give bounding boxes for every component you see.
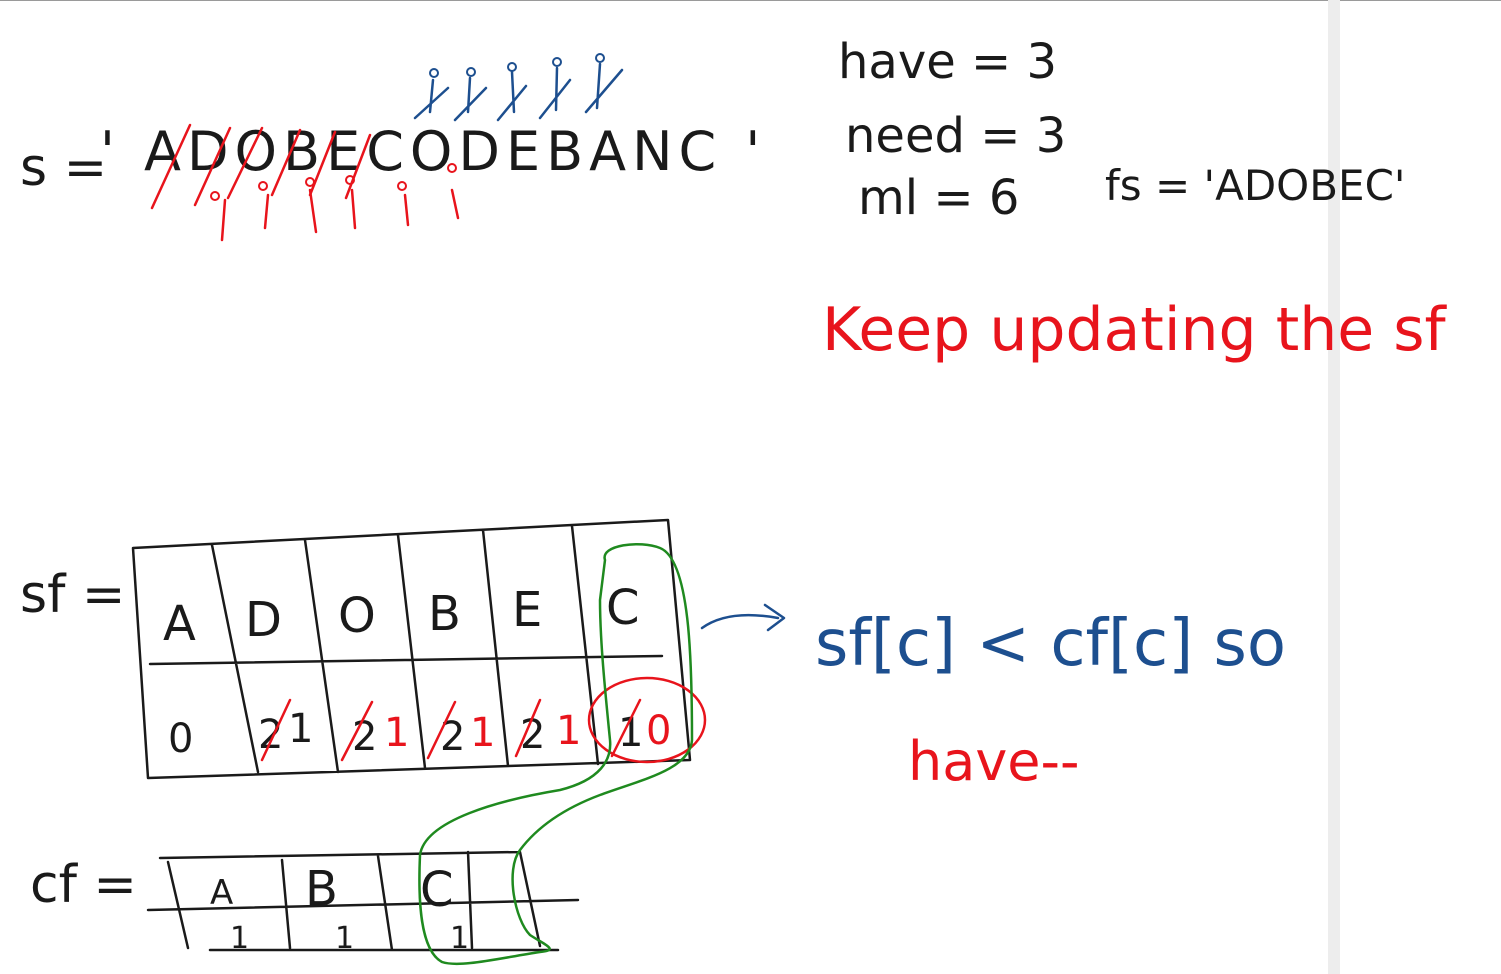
left-pointer-circles	[210, 163, 457, 201]
need-note: need = 3	[845, 108, 1066, 164]
sf-letter-d: D	[245, 592, 282, 648]
sf-letter-a: A	[163, 596, 196, 652]
state-notes: have = 3 need = 3 ml = 6 fs = 'ADOBEC'	[838, 34, 1405, 226]
have-decrement-note: have--	[908, 730, 1079, 793]
fs-note: fs = 'ADOBEC'	[1105, 161, 1405, 210]
sf-table: sf = A D O B E C 0 2 1 2 1 2 1 2 1 1 0	[20, 518, 707, 780]
sf-letter-e: E	[512, 582, 542, 638]
cf-letter-a: A	[210, 873, 233, 913]
sf-c-count-circle	[587, 676, 707, 764]
arrow-right	[700, 603, 786, 632]
green-link-outline	[418, 542, 694, 966]
cf-table-grid	[146, 850, 580, 952]
cf-letter-c: C	[420, 862, 454, 918]
condition-note: sf[c] < cf[c] so	[815, 607, 1286, 681]
right-pointer-marks	[413, 62, 624, 122]
sf-letter-c: C	[606, 580, 640, 636]
cf-count-b: 1	[335, 921, 354, 956]
sf-table-grid	[131, 518, 692, 780]
ml-note: ml = 6	[858, 170, 1019, 226]
cf-table: cf = A B C 1 1 1	[30, 850, 580, 956]
sf-count-c-new: 0	[646, 708, 671, 754]
left-pointer-marks	[220, 188, 460, 242]
sf-count-b-new: 1	[470, 710, 495, 756]
sf-count-d-old: 2	[258, 712, 283, 758]
cf-label: cf =	[30, 855, 137, 915]
s-label: s =	[20, 138, 107, 198]
sf-count-o-new: 1	[384, 710, 409, 756]
right-pointer-circles	[429, 53, 605, 78]
sf-letter-b: B	[428, 586, 461, 642]
string-s-note: s = ' ADOBECODEBANC '	[20, 53, 766, 242]
sf-label: sf =	[20, 565, 126, 625]
vertical-scrollbar[interactable]	[1328, 0, 1340, 974]
keep-updating-note: Keep updating the sf	[822, 295, 1447, 365]
sf-count-e-new: 1	[556, 708, 581, 754]
sf-count-o-old: 2	[352, 714, 377, 760]
cf-count-c: 1	[450, 921, 469, 956]
sf-count-d-new: 1	[288, 706, 313, 752]
s-string: ' ADOBECODEBANC '	[100, 120, 766, 183]
cf-count-a: 1	[230, 921, 249, 956]
sf-count-a: 0	[168, 716, 193, 762]
red-strike-marks	[150, 123, 372, 210]
sf-count-b-old: 2	[440, 714, 465, 760]
cf-letter-b: B	[305, 861, 338, 917]
sf-letter-o: O	[338, 588, 376, 644]
sf-count-strikes	[260, 698, 642, 762]
have-note: have = 3	[838, 34, 1057, 90]
top-border	[0, 0, 1501, 1]
